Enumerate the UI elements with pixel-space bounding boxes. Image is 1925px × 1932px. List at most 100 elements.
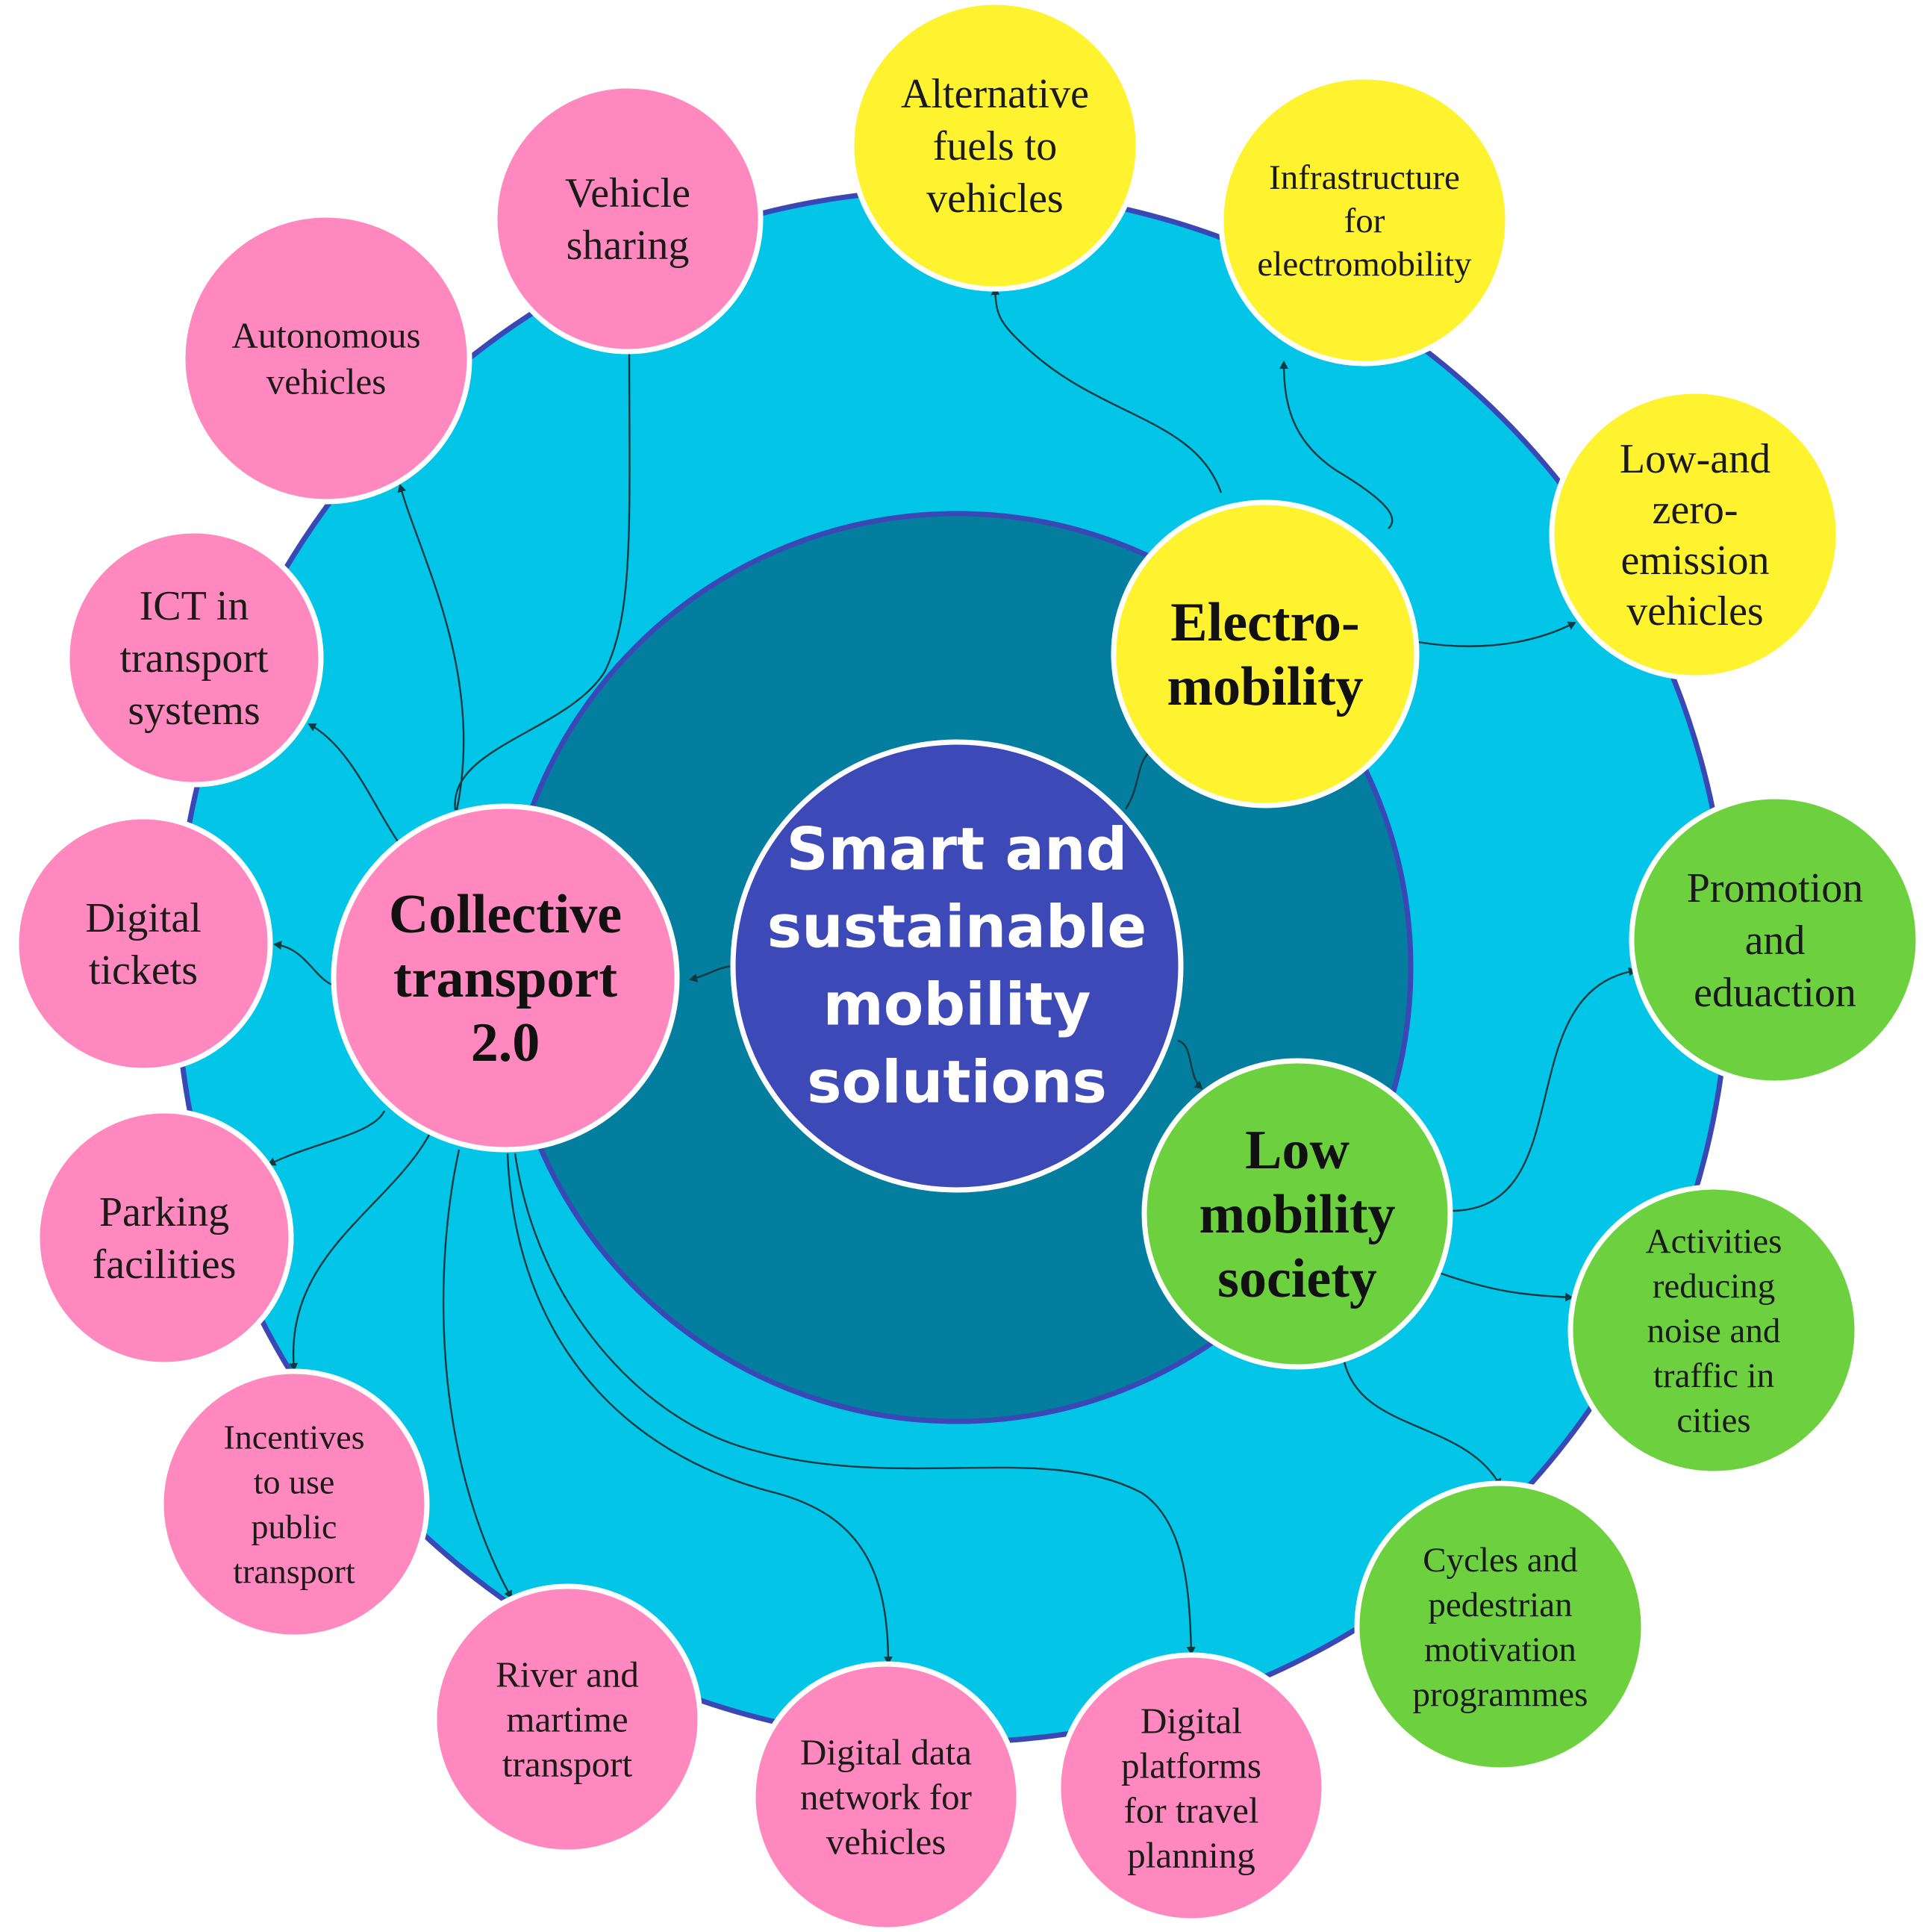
node-digital-tickets: Digital tickets	[13, 814, 273, 1073]
connector-center-to-low	[1177, 1039, 1203, 1090]
node-river-circle	[431, 1583, 703, 1855]
node-digital-data-label-line: network for	[800, 1777, 972, 1818]
node-promotion-label-line: and	[1745, 917, 1806, 964]
connector-low-to-promotion	[1451, 967, 1637, 1212]
node-parking-circle	[34, 1108, 294, 1368]
node-vehicle-sharing-label-line: sharing	[567, 222, 690, 269]
center-node-circle	[730, 739, 1184, 1193]
node-incentives-label-line: transport	[233, 1553, 355, 1591]
node-alt-fuels-label-line: vehicles	[926, 175, 1063, 222]
node-cycles: Cycles and pedestrian motivation programmes	[1354, 1480, 1647, 1773]
node-parking-label-line: Parking	[99, 1189, 229, 1235]
node-cycles-label-line: motivation	[1424, 1630, 1576, 1669]
hub-electro-circle	[1111, 499, 1420, 808]
node-low-zero-label-line: emission	[1620, 537, 1769, 584]
connector-collective-to-parking	[267, 1110, 386, 1166]
center-node-label-line: solutions	[807, 1050, 1107, 1117]
node-ict-label-line: transport	[119, 635, 269, 682]
connector-collective-to-ict	[308, 723, 400, 844]
hub-electro-label-line: Electro-	[1170, 592, 1359, 653]
connector-electro-to-alt-fuels	[990, 287, 1223, 493]
node-cycles-circle	[1354, 1480, 1647, 1773]
hub-low-label-line: Low	[1245, 1120, 1350, 1181]
node-autonomous-label-line: Autonomous	[231, 315, 420, 356]
node-infrastructure-label-line: Infrastructure	[1269, 158, 1460, 197]
node-infrastructure-label-line: electromobility	[1257, 245, 1472, 284]
node-digital-platforms-circle	[1055, 1652, 1327, 1924]
node-digital-platforms-label-line: Digital	[1141, 1701, 1242, 1742]
node-infrastructure-label-line: for	[1344, 202, 1385, 240]
hub-collective-label-line: transport	[393, 948, 617, 1009]
node-cycles-label-line: pedestrian	[1428, 1586, 1572, 1624]
node-activities-label-line: noise and	[1647, 1312, 1781, 1350]
hub-collective-circle	[331, 803, 680, 1153]
node-activities-circle	[1567, 1184, 1860, 1477]
node-river-label-line: martime	[506, 1699, 628, 1740]
node-vehicle-sharing-circle	[492, 83, 764, 355]
node-promotion: Promotion and eduaction	[1629, 794, 1921, 1086]
node-autonomous-label-line: vehicles	[266, 361, 387, 402]
node-ict-label-line: systems	[128, 688, 260, 734]
node-cycles-label-line: programmes	[1413, 1675, 1588, 1714]
node-digital-data-label-line: vehicles	[826, 1822, 946, 1863]
node-vehicle-sharing: Vehicle sharing	[492, 83, 764, 355]
node-digital-data-circle	[750, 1661, 1022, 1932]
node-activities-label-line: reducing	[1653, 1267, 1775, 1306]
node-river-label-line: River and	[496, 1654, 639, 1695]
node-incentives-label-line: Incentives	[223, 1418, 364, 1456]
node-ict-circle	[64, 528, 324, 788]
connector-electro-to-infrastructure	[1279, 361, 1394, 529]
node-low-zero-label-line: vehicles	[1626, 588, 1763, 635]
connector-collective-to-vehicle-sharing	[454, 342, 634, 811]
connector-collective-to-incentives	[289, 1134, 431, 1371]
node-parking-label-line: facilities	[93, 1241, 237, 1288]
connector-collective-to-digital-tickets	[273, 941, 334, 987]
hub-low-label-line: mobility	[1199, 1184, 1395, 1245]
node-digital-tickets-label-line: tickets	[89, 947, 198, 994]
node-promotion-label-line: Promotion	[1687, 865, 1863, 912]
node-incentives-label-line: to use	[254, 1463, 335, 1501]
node-digital-platforms-label-line: for travel	[1124, 1790, 1259, 1831]
node-digital-platforms-label-line: planning	[1127, 1835, 1255, 1876]
hub-low-label-line: society	[1217, 1248, 1377, 1309]
node-incentives-circle	[158, 1368, 430, 1640]
center-node-label-line: Smart and	[787, 817, 1128, 884]
node-activities-label-line: cities	[1676, 1401, 1750, 1440]
node-digital-platforms-label-line: platforms	[1121, 1745, 1261, 1786]
node-low-zero-label-line: zero-	[1652, 487, 1738, 533]
node-vehicle-sharing-label-line: Vehicle	[565, 170, 690, 216]
node-promotion-label-line: eduaction	[1694, 970, 1856, 1016]
hub-electro-label-line: mobility	[1167, 656, 1363, 717]
node-digital-tickets-label-line: Digital	[85, 895, 202, 941]
connector-layer	[267, 287, 1637, 1665]
node-incentives-label-line: public	[252, 1508, 337, 1546]
connector-collective-to-autonomous	[397, 484, 465, 811]
node-digital-data-label-line: Digital data	[800, 1732, 972, 1773]
connector-low-to-cycles	[1342, 1358, 1502, 1487]
node-infrastructure: Infrastructure for electromobility	[1218, 74, 1511, 367]
node-alt-fuels-circle	[849, 0, 1141, 292]
hub-collective-label-line: Collective	[389, 884, 622, 945]
node-activities-label-line: traffic in	[1653, 1356, 1774, 1395]
center-node-label-line: sustainable	[767, 894, 1147, 962]
connector-center-to-collective	[689, 965, 734, 982]
hub-low-circle	[1141, 1058, 1453, 1370]
hub-electro: Electro-mobility	[1111, 499, 1420, 808]
node-low-zero-circle	[1549, 388, 1841, 681]
node-cycles-label-line: Cycles and	[1423, 1541, 1578, 1580]
node-infrastructure-circle	[1218, 74, 1511, 367]
node-river-label-line: transport	[502, 1744, 633, 1785]
node-low-zero-label-line: Low-and	[1620, 436, 1770, 482]
node-promotion-circle	[1629, 794, 1921, 1086]
